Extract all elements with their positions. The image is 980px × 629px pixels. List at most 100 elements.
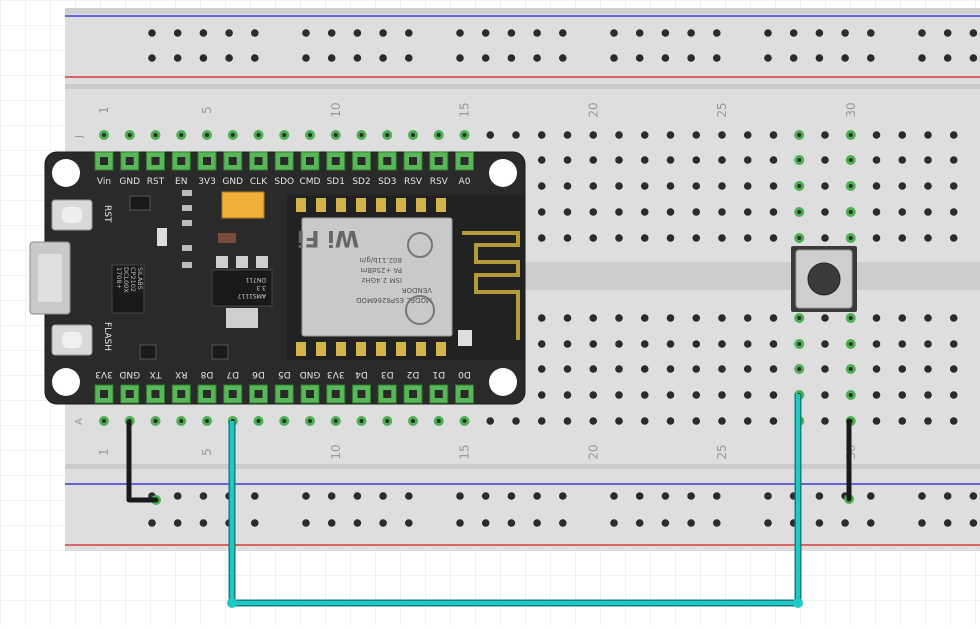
wire-d7-to-button[interactable]	[227, 394, 803, 608]
breadboard-hole	[666, 314, 675, 322]
header-pin-hole	[280, 157, 289, 165]
rail-hole	[764, 492, 772, 500]
header-pin-hole	[357, 390, 366, 398]
breadboard-hole	[666, 131, 675, 139]
rail-hole	[199, 54, 208, 62]
flash-button-label: FLASH	[102, 322, 112, 351]
breadboard-hole	[692, 314, 701, 322]
rail-hole	[251, 54, 259, 62]
breadboard-hole	[692, 340, 701, 348]
column-number: 10	[329, 444, 343, 459]
breadboard-hole	[666, 417, 675, 425]
header-pin-hole	[434, 157, 443, 165]
column-number: 15	[458, 102, 472, 117]
column-number: 25	[715, 444, 729, 459]
push-button-cap[interactable]	[807, 262, 841, 296]
rail-hole	[379, 54, 387, 62]
breadboard-hole	[769, 182, 778, 190]
header-pin-hole	[177, 157, 186, 165]
rail-hole	[943, 519, 952, 527]
breadboard-hole	[718, 417, 726, 425]
rail-hole	[559, 54, 567, 62]
rail-hole	[507, 54, 516, 62]
pin-label: RX	[175, 369, 187, 379]
breadboard-hole	[692, 208, 701, 216]
breadboard-hole-center	[102, 419, 106, 423]
breadboard-hole	[743, 340, 752, 348]
rail-hole	[841, 519, 849, 527]
column-number: 25	[715, 102, 729, 117]
nodemcu-board[interactable]: RST FLASH SILABSCP2102DCL00X1708+ AMS111…	[29, 151, 526, 405]
flash-button-cap	[62, 332, 82, 348]
breadboard-hole	[821, 156, 829, 164]
rail-hole	[456, 492, 464, 500]
header-pin-hole	[125, 390, 134, 398]
rail-hole	[687, 492, 695, 500]
breadboard-hole	[872, 234, 881, 242]
wire-bend-point[interactable]	[227, 598, 237, 608]
rst-button-cap	[62, 207, 82, 223]
smd-part	[182, 245, 192, 251]
wire-bend-point[interactable]	[793, 598, 803, 608]
rail-hole	[867, 54, 875, 62]
breadboard-hole	[924, 182, 932, 190]
breadboard-hole	[898, 314, 907, 322]
breadboard-hole-center	[848, 367, 853, 371]
breadboard-hole-center	[359, 133, 364, 137]
module-pad	[356, 342, 366, 356]
pin-label: D3	[381, 369, 394, 379]
breadboard-hole	[537, 182, 546, 190]
header-pin-hole	[203, 157, 211, 165]
module-pad	[296, 342, 306, 356]
breadboard-hole	[537, 131, 546, 139]
breadboard-hole	[769, 417, 778, 425]
push-button[interactable]	[791, 246, 857, 312]
breadboard-hole-center	[308, 133, 312, 137]
breadboard-hole-center	[797, 158, 802, 162]
rail-hole	[815, 29, 824, 37]
header-pin-hole	[383, 157, 392, 165]
breadboard-hole	[718, 234, 726, 242]
module-pad	[336, 198, 346, 212]
pin-label: D2	[407, 369, 420, 379]
rail-hole	[969, 54, 978, 62]
pin-label: SD1	[327, 177, 345, 187]
rail-hole	[481, 519, 490, 527]
regulator-tab	[256, 256, 268, 268]
breadboard-hole-center	[205, 133, 209, 137]
rail-hole	[918, 492, 926, 500]
wire-gnd-to-rail[interactable]	[126, 419, 159, 503]
breadboard-hole-center	[179, 133, 184, 137]
breadboard-hole	[821, 234, 829, 242]
rail-hole	[251, 492, 259, 500]
svg-text:MODEL: MODEL	[407, 296, 432, 304]
pin-label: GND	[119, 177, 140, 187]
rail-hole	[327, 29, 336, 37]
breadboard-hole	[615, 208, 623, 216]
header-pin-hole	[280, 390, 289, 398]
breadboard-hole-center	[797, 210, 802, 214]
breadboard-hole	[563, 314, 572, 322]
breadboard-hole	[872, 417, 881, 425]
breadboard-hole	[821, 131, 829, 139]
rail-hole	[559, 519, 567, 527]
breadboard-hole	[718, 182, 726, 190]
pin-label: A0	[459, 177, 471, 187]
module-pad	[356, 198, 366, 212]
pin-label: SD3	[378, 177, 396, 187]
breadboard-hole	[640, 391, 649, 399]
regulator-tab	[216, 256, 228, 268]
header-pin-hole	[151, 157, 160, 165]
rail-hole	[199, 29, 208, 37]
breadboard-hole-center	[462, 419, 467, 423]
pin-label: D4	[355, 369, 368, 379]
breadboard-hole	[769, 208, 778, 216]
rail-hole	[173, 492, 182, 500]
rail-hole	[302, 519, 310, 527]
breadboard-hole	[769, 391, 778, 399]
breadboard-hole-center	[797, 316, 802, 320]
header-pin-hole	[409, 390, 417, 398]
rail-hole	[610, 519, 618, 527]
